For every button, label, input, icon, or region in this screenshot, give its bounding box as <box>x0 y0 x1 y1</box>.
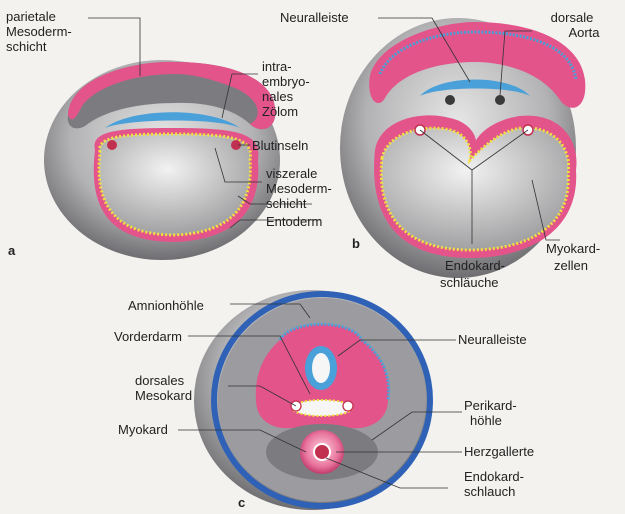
label-endokard-2-c: schlauch <box>464 484 515 499</box>
svg-text:Mesoderm-: Mesoderm- <box>266 181 332 196</box>
label-endokard-1-c: Endokard- <box>464 469 524 484</box>
label-aorta-2: Aorta <box>568 25 600 40</box>
svg-text:nales: nales <box>262 89 294 104</box>
svg-text:Neuralleiste: Neuralleiste <box>280 10 349 25</box>
svg-text:Endokard-: Endokard- <box>464 469 524 484</box>
svg-text:Amnionhöhle: Amnionhöhle <box>128 298 204 313</box>
aorta-right-c <box>343 401 353 411</box>
svg-text:dorsale: dorsale <box>551 10 594 25</box>
label-intraembryonal-3: nales <box>262 89 294 104</box>
label-blutinseln: Blutinseln <box>252 138 308 153</box>
svg-text:zellen: zellen <box>554 258 588 273</box>
svg-text:Neuralleiste: Neuralleiste <box>458 332 527 347</box>
svg-text:b: b <box>352 236 360 251</box>
label-aorta-1: dorsale <box>551 10 594 25</box>
label-viszeral-1: viszerale <box>266 166 317 181</box>
panel-label-b: b <box>352 236 360 251</box>
neural-canal-c <box>312 353 330 383</box>
label-amnionhoehle: Amnionhöhle <box>128 298 204 313</box>
svg-text:c: c <box>238 495 245 510</box>
label-neuralleiste-b: Neuralleiste <box>280 10 349 25</box>
svg-text:Entoderm: Entoderm <box>266 214 322 229</box>
label-viszeral-3: schicht <box>266 196 307 211</box>
svg-text:Aorta: Aorta <box>568 25 600 40</box>
label-mesokard-2: Mesokard <box>135 388 192 403</box>
svg-text:Blutinseln: Blutinseln <box>252 138 308 153</box>
label-intraembryonal-1: intra- <box>262 59 292 74</box>
label-parietal-2: Mesoderm- <box>6 24 72 39</box>
label-myokard-c: Myokard <box>118 422 168 437</box>
label-perikard-2: höhle <box>470 413 502 428</box>
label-neuralleiste-c: Neuralleiste <box>458 332 527 347</box>
label-endokard-2-b: schläuche <box>440 275 499 290</box>
label-myokard-1-b: Myokard- <box>546 241 600 256</box>
svg-text:schicht: schicht <box>266 196 307 211</box>
svg-text:parietale: parietale <box>6 9 56 24</box>
label-viszeral-2: Mesoderm- <box>266 181 332 196</box>
panel-c <box>194 290 430 510</box>
svg-text:Perikard-: Perikard- <box>464 398 517 413</box>
svg-text:Vorderdarm: Vorderdarm <box>114 329 182 344</box>
svg-text:schlauch: schlauch <box>464 484 515 499</box>
svg-text:Myokard: Myokard <box>118 422 168 437</box>
svg-text:intra-: intra- <box>262 59 292 74</box>
svg-text:Zölom: Zölom <box>262 104 298 119</box>
label-perikard-1: Perikard- <box>464 398 517 413</box>
svg-text:Endokard-: Endokard- <box>445 258 505 273</box>
svg-text:a: a <box>8 243 16 258</box>
panel-a <box>44 60 280 260</box>
svg-text:dorsales: dorsales <box>135 373 185 388</box>
svg-text:embryo-: embryo- <box>262 74 310 89</box>
endocard-tube-c <box>314 444 330 460</box>
panel-label-a: a <box>8 243 16 258</box>
svg-text:schläuche: schläuche <box>440 275 499 290</box>
label-vorderdarm: Vorderdarm <box>114 329 182 344</box>
panel-b <box>340 18 585 278</box>
label-intraembryonal-2: embryo- <box>262 74 310 89</box>
svg-text:schicht: schicht <box>6 39 47 54</box>
label-endokard-1-b: Endokard- <box>445 258 505 273</box>
label-myokard-2-b: zellen <box>554 258 588 273</box>
svg-text:Mesoderm-: Mesoderm- <box>6 24 72 39</box>
label-parietal-3: schicht <box>6 39 47 54</box>
blood-island-left-a <box>107 140 117 150</box>
svg-text:höhle: höhle <box>470 413 502 428</box>
label-intraembryonal-4: Zölom <box>262 104 298 119</box>
label-herzgallerte: Herzgallerte <box>464 444 534 459</box>
svg-text:Mesokard: Mesokard <box>135 388 192 403</box>
svg-text:Herzgallerte: Herzgallerte <box>464 444 534 459</box>
aorta-right-b <box>495 95 505 105</box>
aorta-left-b <box>445 95 455 105</box>
panel-label-c: c <box>238 495 245 510</box>
label-parietal-1: parietale <box>6 9 56 24</box>
svg-text:viszerale: viszerale <box>266 166 317 181</box>
svg-text:Myokard-: Myokard- <box>546 241 600 256</box>
label-entoderm: Entoderm <box>266 214 322 229</box>
label-mesokard-1: dorsales <box>135 373 185 388</box>
